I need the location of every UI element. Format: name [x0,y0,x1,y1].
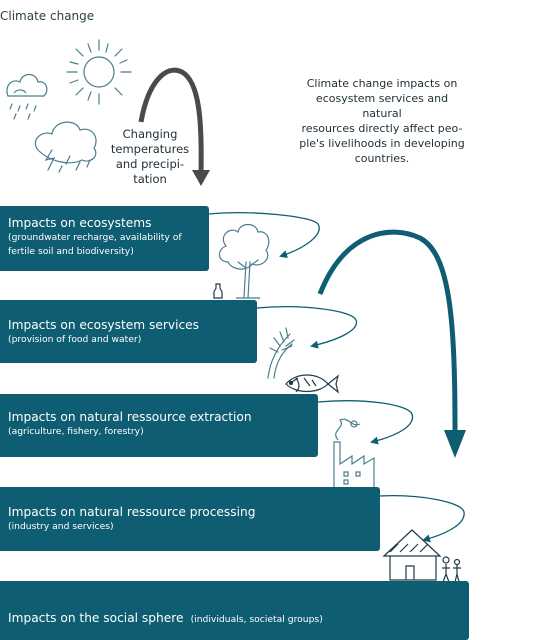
factory-icon [333,418,375,488]
step-ecosystem-services: Impacts on ecosystem services (provision… [0,300,257,363]
arrow-label-line: and precipi- [115,157,185,171]
step-detail: (provision of food and water) [8,334,142,345]
step-resource-extraction: Impacts on natural ressource extraction … [0,394,318,457]
impact-note: Climate change impacts on ecosystem serv… [296,76,468,166]
step-social-sphere: Impacts on the social sphere (individual… [0,581,469,640]
step-detail: (agriculture, fishery, forestry) [8,426,144,437]
wheat-icon [267,327,295,379]
people-icon [442,556,461,583]
step-detail: fertile soil and biodiversity) [8,246,134,257]
arrow-label-line: Changing [122,127,178,141]
diagram-caption: Climate change [0,9,95,23]
note-line: ple's livelihoods in developing [299,137,465,150]
step-arrow-1 [208,212,320,258]
step-arrow-2 [256,306,357,349]
arrow-label-line: tation [133,172,167,186]
step-title: Impacts on the social sphere [8,611,184,625]
climate-arrow-head [192,170,210,186]
sun-icon [66,39,132,105]
arrow-label-line: temperatures [110,142,190,156]
bottle-icon [213,283,223,299]
hut-icon [382,529,442,581]
arrow-label: Changing temperatures and precipi- tatio… [108,127,192,187]
step-title: Impacts on natural ressource processing [8,505,256,519]
rain-cloud-icon [6,73,48,120]
step-title: Impacts on ecosystems [8,216,152,230]
step-detail: (individuals, societal groups) [190,614,323,625]
note-line: resources directly affect peo- [301,122,463,135]
step-title: Impacts on natural ressource extraction [8,410,252,424]
note-line: ecosystem services and natural [315,92,449,120]
tree-icon [218,223,270,299]
storm-cloud-icon [34,121,97,173]
step-resource-processing: Impacts on natural ressource processing … [0,487,380,551]
climate-arrow [138,67,204,175]
step-arrow-3 [317,400,414,445]
livelihood-arrow-head [444,430,466,458]
step-arrow-4 [379,495,465,543]
step-title: Impacts on ecosystem services [8,318,200,332]
step-detail: (industry and services) [8,521,114,532]
step-ecosystems: Impacts on ecosystems (groundwater recha… [0,206,209,271]
note-line: countries. [354,152,410,165]
note-line: Climate change impacts on [306,77,458,90]
livelihood-arrow [317,229,458,431]
fish-icon [285,374,340,394]
step-detail: (groundwater recharge, availability of [8,232,182,243]
